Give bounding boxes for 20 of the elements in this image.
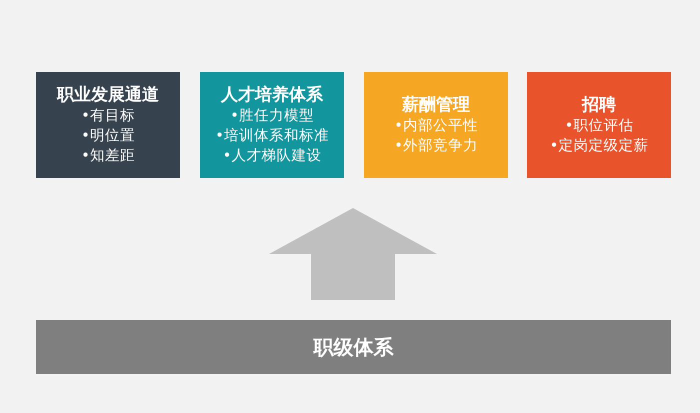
category-box [200,72,344,178]
box-heading: 职级体系 [314,336,394,358]
bullet-item: •有目标 [81,107,135,126]
foundation-bar [36,320,671,374]
box-heading: 职业发展通道 [57,84,159,106]
bullet-item: •知差距 [81,147,135,166]
bullet-item: •职位评估 [564,117,634,136]
bullet-item: •人才梯队建设 [222,147,322,166]
category-box [36,72,180,178]
bullet-item: •胜任力模型 [230,107,314,126]
category-box [527,72,671,178]
bullet-item: •明位置 [81,127,135,146]
bullet-item: •定岗定级定薪 [550,136,648,156]
category-box [364,72,508,178]
box-heading: 人才培养体系 [221,84,323,106]
bullet-item: •内部公平性 [394,116,478,136]
box-heading: 招聘 [582,94,616,116]
bullet-item: •培训体系和标准 [215,126,329,146]
box-heading: 薪酬管理 [402,94,470,116]
bullet-item: •外部竞争力 [394,136,478,156]
